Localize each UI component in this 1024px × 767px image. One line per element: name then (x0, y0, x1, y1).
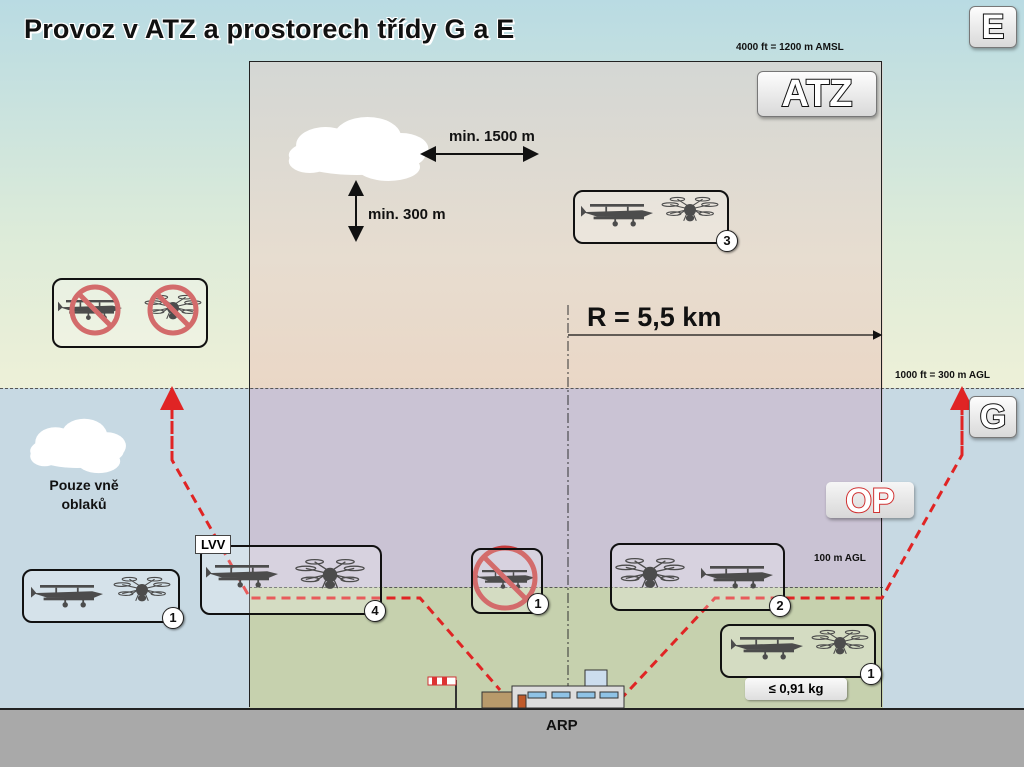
outside-clouds-label: Pouze vně oblaků (49, 477, 119, 512)
cloud-class-g (30, 418, 126, 474)
marker-1-center: 1 (527, 593, 549, 615)
altitude-line-300m (0, 388, 1024, 389)
marker-1-left: 1 (162, 607, 184, 629)
craft-box-4 (200, 545, 382, 615)
cloud-vertical-label: min. 300 m (368, 206, 446, 223)
arp-label: ARP (546, 717, 578, 734)
op-badge: OP (826, 481, 914, 521)
prohibited-aircraft-group (57, 284, 202, 336)
marker-1-right: 1 (860, 663, 882, 685)
airport-building (481, 669, 625, 709)
atz-middle-zone (249, 388, 883, 587)
altitude-label-low: 100 m AGL (814, 553, 866, 564)
altitude-line-100m (249, 587, 883, 588)
cloud-atz (288, 117, 429, 181)
class-g-badge: G (969, 396, 1017, 438)
lvv-label: LVV (195, 535, 232, 554)
radius-label: R = 5,5 km (587, 302, 722, 332)
class-e-badge: E (969, 6, 1017, 48)
altitude-label-top: 4000 ft = 1200 m AMSL (736, 42, 844, 53)
atz-badge: ATZ (757, 71, 877, 117)
cloud-horizontal-label: min. 1500 m (449, 128, 535, 145)
craft-box-3 (573, 190, 729, 244)
marker-4: 4 (364, 600, 386, 622)
page-title: Provoz v ATZ a prostorech třídy G a E (24, 14, 515, 44)
craft-box-left (22, 569, 180, 623)
marker-3: 3 (716, 230, 738, 252)
ground (0, 708, 1024, 767)
altitude-label-mid: 1000 ft = 300 m AGL (895, 370, 990, 381)
prohibited-box (52, 278, 208, 348)
marker-2: 2 (769, 595, 791, 617)
craft-box-2 (610, 543, 785, 611)
craft-box-right (720, 624, 876, 678)
atz-boundary (249, 61, 882, 707)
weight-limit-label: ≤ 0,91 kg (745, 678, 847, 700)
route-right (618, 395, 964, 702)
